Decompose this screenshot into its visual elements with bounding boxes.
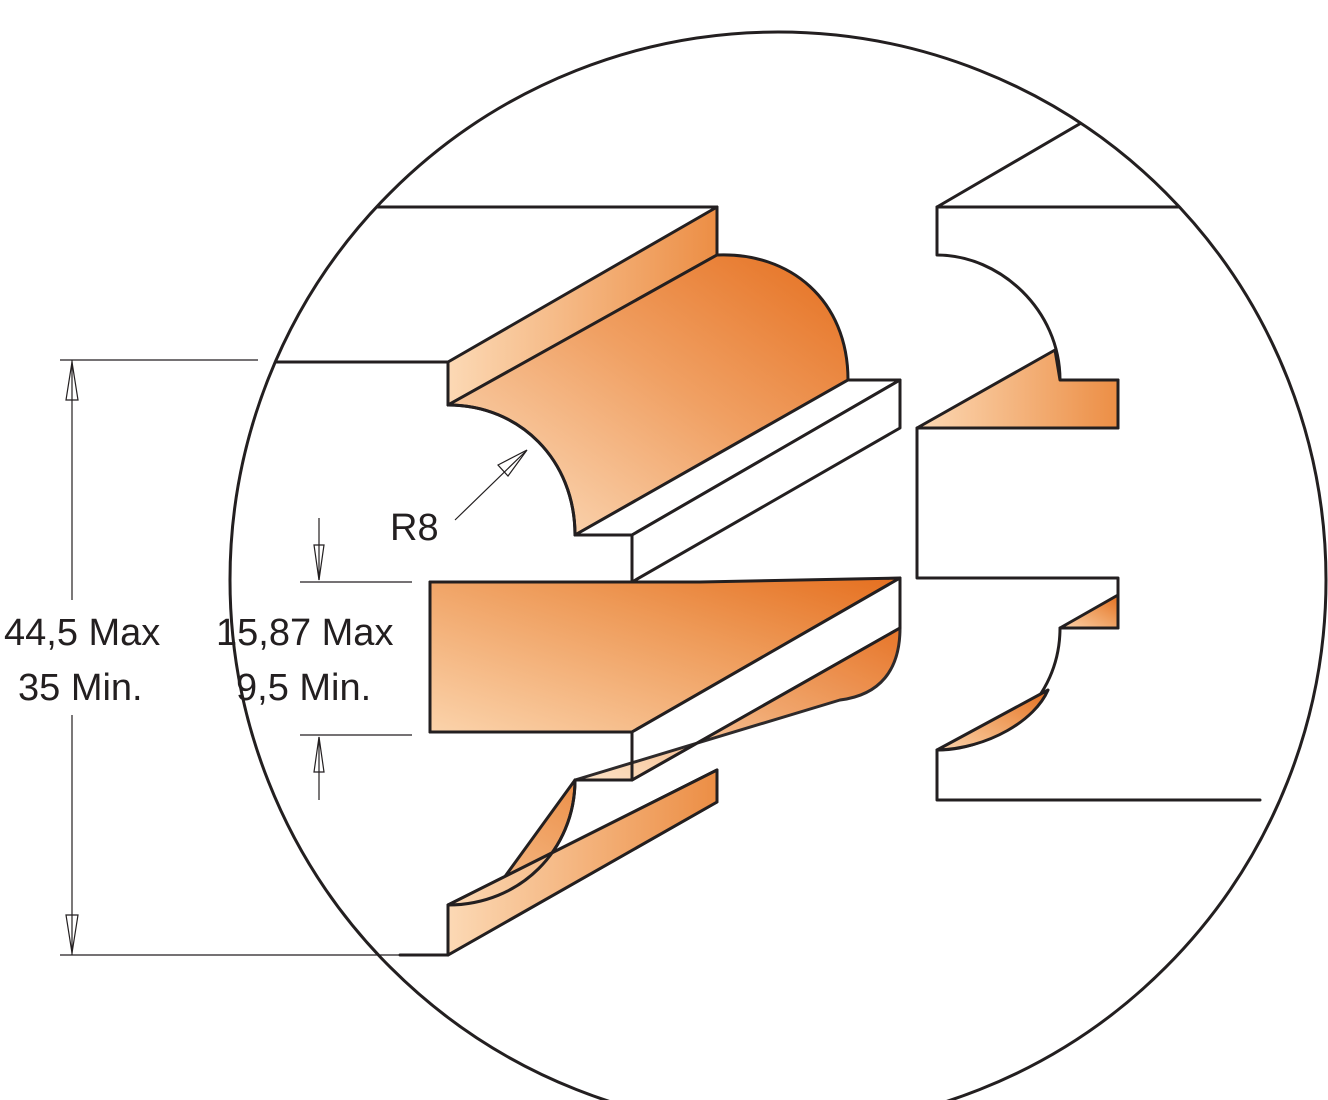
radius-label: R8: [390, 507, 439, 549]
dimension-total: [60, 359, 400, 956]
detail-circle: [228, 30, 1328, 1100]
right-lower-orange-bead: [935, 688, 1050, 752]
gap-max-label: 15,87 Max: [216, 612, 393, 654]
total-min-label: 35 Min.: [18, 667, 143, 709]
total-max-label: 44,5 Max: [4, 612, 160, 654]
gap-min-label: 9,5 Min.: [236, 667, 371, 709]
radius-leader: [454, 449, 528, 521]
dimension-gap: [300, 518, 412, 800]
profile-group: [258, 110, 1262, 957]
lower-bead-face: [573, 626, 902, 782]
upper-workpiece-profile: [258, 360, 634, 584]
right-lower-orange-top: [1058, 593, 1120, 630]
right-top-edge: [935, 110, 1212, 209]
right-upper-orange: [915, 348, 1120, 430]
lower-workpiece-profile: [398, 730, 634, 957]
